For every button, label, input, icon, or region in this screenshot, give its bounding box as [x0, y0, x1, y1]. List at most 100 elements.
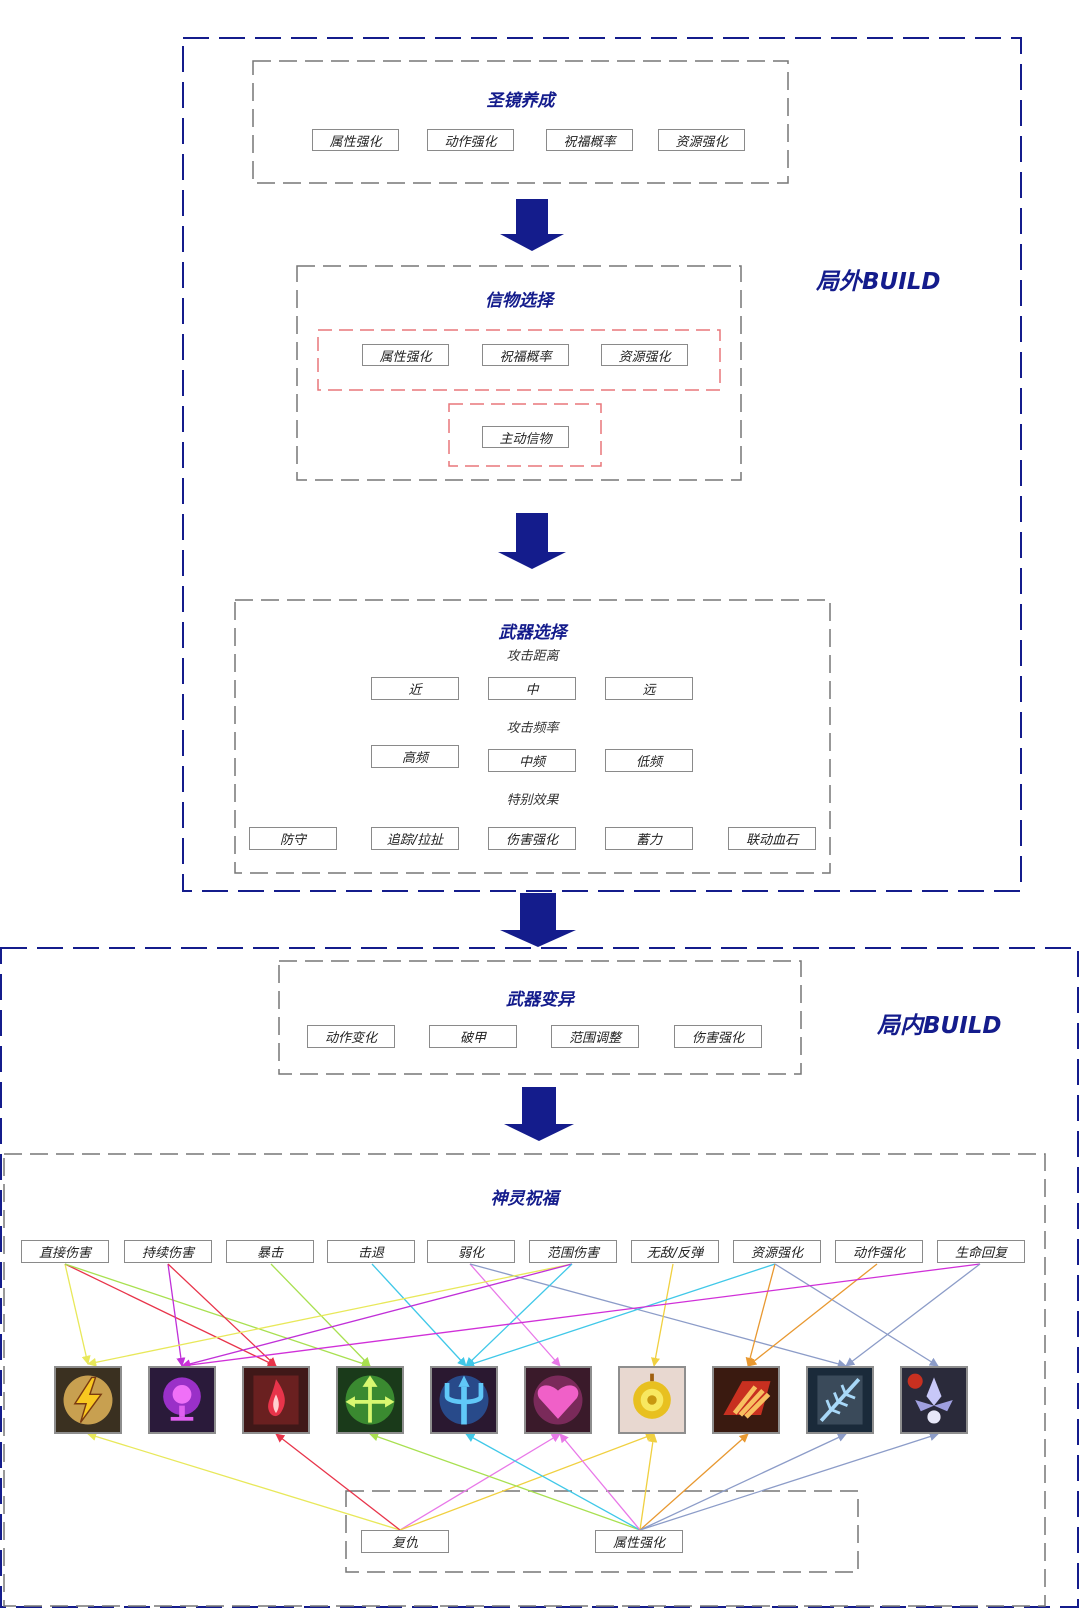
- link-line: [639, 1433, 658, 1531]
- blessing-effect-tag: 无敌/反弹: [631, 1240, 719, 1263]
- lotus-god-icon: [900, 1366, 968, 1434]
- link-line: [399, 1432, 655, 1531]
- effect-tag: 蓄力: [605, 827, 693, 850]
- link-line: [639, 1432, 939, 1531]
- link-line: [167, 1263, 186, 1367]
- blessing-effect-tag: 资源强化: [733, 1240, 821, 1263]
- flow-arrow-3: [500, 893, 576, 947]
- bottom-links: [87, 1432, 939, 1531]
- sun-god-icon: [618, 1366, 686, 1434]
- relic-passive-frame: [317, 329, 721, 391]
- link-line: [845, 1263, 981, 1367]
- link-line: [167, 1263, 277, 1367]
- effect-label: 特别效果: [506, 793, 559, 808]
- effect-tag: 防守: [249, 827, 337, 850]
- freq-label: 攻击频率: [506, 721, 559, 736]
- link-line: [181, 1263, 573, 1369]
- blessing-effect-tag: 击退: [327, 1240, 415, 1263]
- blessing-effect-tag: 暴击: [226, 1240, 314, 1263]
- arrows-god-icon: [336, 1366, 404, 1434]
- revenge-tag: 复仇: [361, 1530, 449, 1553]
- freq-tag: 中频: [488, 749, 576, 772]
- mirror-tag: 资源强化: [658, 129, 745, 151]
- mirror-frame: [252, 60, 789, 184]
- flow-arrow-2: [498, 513, 566, 569]
- mirror-tag: 动作强化: [427, 129, 514, 151]
- trident-god-icon: [430, 1366, 498, 1434]
- goblet-god-icon: [148, 1366, 216, 1434]
- mirror-title: 圣镜养成: [486, 91, 555, 111]
- link-line: [369, 1432, 641, 1531]
- link-line: [181, 1263, 981, 1370]
- relic-frame: [296, 265, 742, 481]
- mutation-title: 武器变异: [506, 990, 574, 1010]
- blessing-title: 神灵祝福: [490, 1189, 559, 1209]
- mirror-tag: 属性强化: [312, 129, 399, 151]
- range-label: 攻击距离: [506, 649, 559, 664]
- link-line: [747, 1263, 878, 1367]
- lightning-god-icon: [54, 1366, 122, 1434]
- mirror-tag: 祝福概率: [546, 129, 633, 151]
- freq-tag: 低频: [605, 749, 693, 772]
- bottom-tags-frame: [345, 1490, 859, 1573]
- mutation-tag: 伤害强化: [674, 1025, 762, 1048]
- blessing-frame: [3, 1153, 1046, 1607]
- relic-title: 信物选择: [485, 291, 553, 311]
- link-line: [87, 1263, 573, 1367]
- weapon-title: 武器选择: [498, 623, 567, 643]
- link-line: [371, 1263, 467, 1367]
- blessing-effect-tag: 生命回复: [937, 1240, 1025, 1263]
- link-line: [469, 1263, 847, 1369]
- flow-arrow-4: [504, 1087, 574, 1141]
- link-line: [465, 1263, 573, 1367]
- link-line: [465, 1433, 641, 1531]
- inner-build-label: 局内BUILD: [877, 1013, 1002, 1039]
- link-line: [399, 1433, 561, 1531]
- relic-tag: 属性强化: [362, 344, 449, 366]
- flow-arrow-1: [500, 199, 564, 251]
- link-line: [639, 1433, 749, 1531]
- link-line: [275, 1433, 401, 1531]
- link-line: [639, 1433, 847, 1531]
- relic-tag: 祝福概率: [482, 344, 569, 366]
- link-line: [270, 1263, 371, 1367]
- blessing-effect-tag: 动作强化: [835, 1240, 923, 1263]
- weapon-frame: [234, 599, 831, 874]
- link-line: [469, 1263, 561, 1367]
- link-line: [64, 1263, 277, 1367]
- link-line: [87, 1432, 401, 1531]
- relic-tag: 资源强化: [601, 344, 688, 366]
- range-tag: 中: [488, 677, 576, 700]
- link-line: [774, 1263, 939, 1367]
- freq-tag: 高频: [371, 745, 459, 768]
- flame-god-icon: [242, 1366, 310, 1434]
- mutation-frame: [278, 960, 802, 1075]
- outer-build-frame: [182, 37, 1022, 892]
- link-line: [64, 1263, 91, 1365]
- inner-build-frame: [0, 947, 1079, 1608]
- effect-tag: 联动血石: [728, 827, 816, 850]
- effect-links: [64, 1263, 981, 1370]
- range-tag: 近: [371, 677, 459, 700]
- attribute-tag: 属性强化: [595, 1530, 683, 1553]
- link-line: [559, 1433, 641, 1531]
- mutation-tag: 破甲: [429, 1025, 517, 1048]
- heart-god-icon: [524, 1366, 592, 1434]
- mutation-tag: 范围调整: [551, 1025, 639, 1048]
- link-line: [745, 1263, 776, 1367]
- feather-god-icon: [806, 1366, 874, 1434]
- wing-god-icon: [712, 1366, 780, 1434]
- link-line: [465, 1263, 776, 1368]
- range-tag: 远: [605, 677, 693, 700]
- relic-active-frame: [448, 403, 602, 467]
- relic-active-tag: 主动信物: [482, 426, 569, 448]
- outer-build-label: 局外BUILD: [816, 269, 941, 295]
- effect-tag: 伤害强化: [488, 827, 576, 850]
- effect-tag: 追踪/拉扯: [371, 827, 459, 850]
- blessing-effect-tag: 持续伤害: [124, 1240, 212, 1263]
- blessing-effect-tag: 范围伤害: [529, 1240, 617, 1263]
- blessing-effect-tag: 弱化: [427, 1240, 515, 1263]
- blessing-effect-tag: 直接伤害: [21, 1240, 109, 1263]
- link-line: [651, 1263, 674, 1367]
